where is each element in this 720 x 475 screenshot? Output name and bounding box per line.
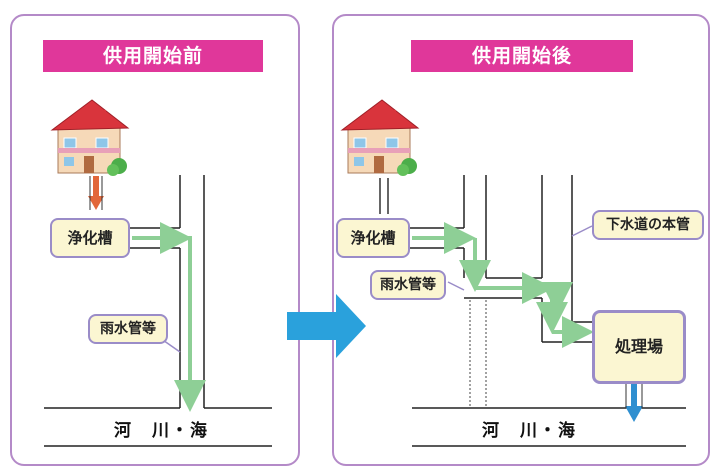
storm-pipe-label: 雨水管等 <box>88 314 168 344</box>
wastewater-arrow-icon <box>88 176 104 210</box>
right-arrow-icon <box>287 294 366 358</box>
water-body-label-left: 河 川・海 <box>114 421 209 441</box>
storm-pipe-label-right: 雨水管等 <box>370 270 446 300</box>
septic-tank-label: 浄化槽 <box>50 218 130 258</box>
water-body-label-right: 河 川・海 <box>482 421 577 441</box>
septic-tank-label-right: 浄化槽 <box>336 218 410 258</box>
treatment-plant-box: 処理場 <box>592 310 686 384</box>
house-icon <box>50 99 130 176</box>
before-title: 供用開始前 <box>43 40 263 72</box>
main-sewer-label: 下水道の本管 <box>592 210 704 240</box>
house-icon-right <box>340 99 420 176</box>
after-title: 供用開始後 <box>411 40 633 72</box>
discharge-arrow-icon <box>625 384 643 422</box>
